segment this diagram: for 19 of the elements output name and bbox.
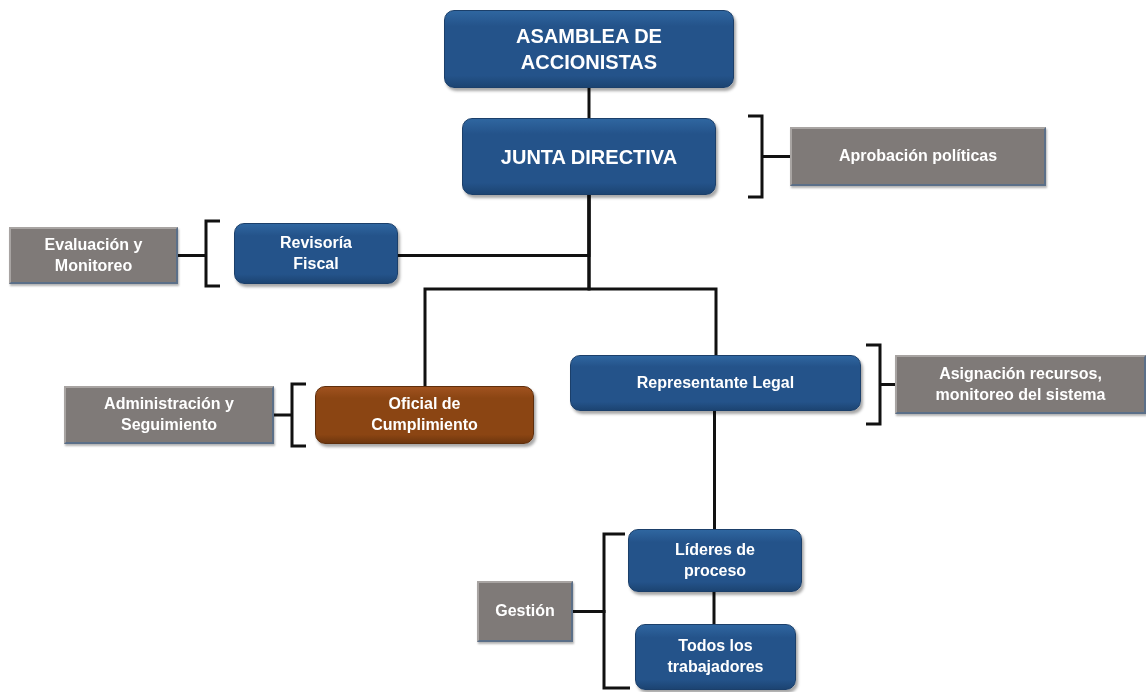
org-box: JUNTA DIRECTIVA (462, 118, 716, 195)
function-box: Asignación recursos, monitoreo del sistema (895, 355, 1146, 414)
org-box: Todos los trabajadores (635, 624, 796, 690)
function-box: Evaluación y Monitoreo (9, 227, 178, 284)
org-box: Líderes de proceso (628, 529, 802, 592)
function-box: Gestión (477, 581, 573, 642)
org-box: Representante Legal (570, 355, 861, 411)
bracket-connector (746, 114, 792, 199)
function-box: Aprobación políticas (790, 127, 1046, 186)
bracket-connector (573, 610, 630, 690)
highlighted-org-box: Oficial de Cumplimiento (315, 386, 534, 444)
bracket-connector (864, 343, 897, 426)
connector-line (587, 88, 591, 118)
connector-line (712, 592, 716, 624)
connector-line (587, 195, 718, 355)
org-box: ASAMBLEA DE ACCIONISTAS (444, 10, 734, 88)
function-box: Administración y Seguimiento (64, 386, 274, 444)
org-box: Revisoría Fiscal (234, 223, 398, 284)
connector-line (713, 411, 716, 529)
